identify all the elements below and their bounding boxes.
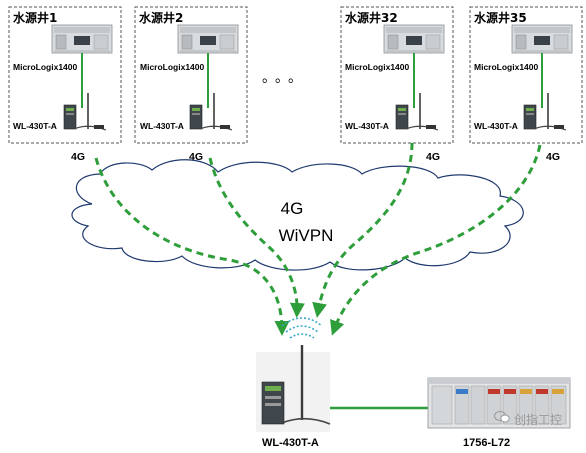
ellipsis: 。。。 (262, 70, 308, 86)
station-title-2: 水源井2 (139, 10, 183, 25)
plc-image-1 (51, 24, 113, 54)
wireless-link-1 (94, 157, 290, 336)
link-label-35: 4G (546, 151, 560, 163)
watermark-text: 创指工控 (514, 413, 563, 427)
modem-label-1: WL-430T-A (13, 121, 57, 131)
wireless-link-32 (312, 142, 414, 318)
center-modem-image (256, 345, 331, 432)
controller-rack-image (427, 377, 571, 429)
signal-waves-icon (281, 317, 323, 339)
modem-label-35: WL-430T-A (474, 121, 518, 131)
cloud-label-wivpn: WiVPN (279, 226, 334, 245)
link-label-1: 4G (71, 151, 85, 163)
center-modem-label: WL-430T-A (262, 437, 319, 449)
wechat-logo-icon (494, 411, 510, 423)
plc-label-35: MicroLogix1400 (474, 62, 539, 72)
station-title-1: 水源井1 (13, 10, 57, 25)
station-title-32: 水源井32 (345, 10, 398, 25)
plc-image-32 (383, 24, 445, 54)
plc-image-35 (511, 24, 573, 54)
controller-label: 1756-L72 (463, 437, 510, 449)
wireless-link-2 (208, 157, 305, 318)
plc-image-2 (177, 24, 239, 54)
modem-label-32: WL-430T-A (345, 121, 389, 131)
cloud-label-4g: 4G (281, 199, 304, 218)
plc-label-1: MicroLogix1400 (13, 62, 78, 72)
plc-label-2: MicroLogix1400 (140, 62, 205, 72)
link-label-32: 4G (426, 151, 440, 163)
plc-label-32: MicroLogix1400 (345, 62, 410, 72)
wivpn-cloud (71, 159, 524, 271)
station-title-35: 水源井35 (474, 10, 527, 25)
wireless-link-35 (330, 144, 542, 336)
modem-label-2: WL-430T-A (140, 121, 184, 131)
